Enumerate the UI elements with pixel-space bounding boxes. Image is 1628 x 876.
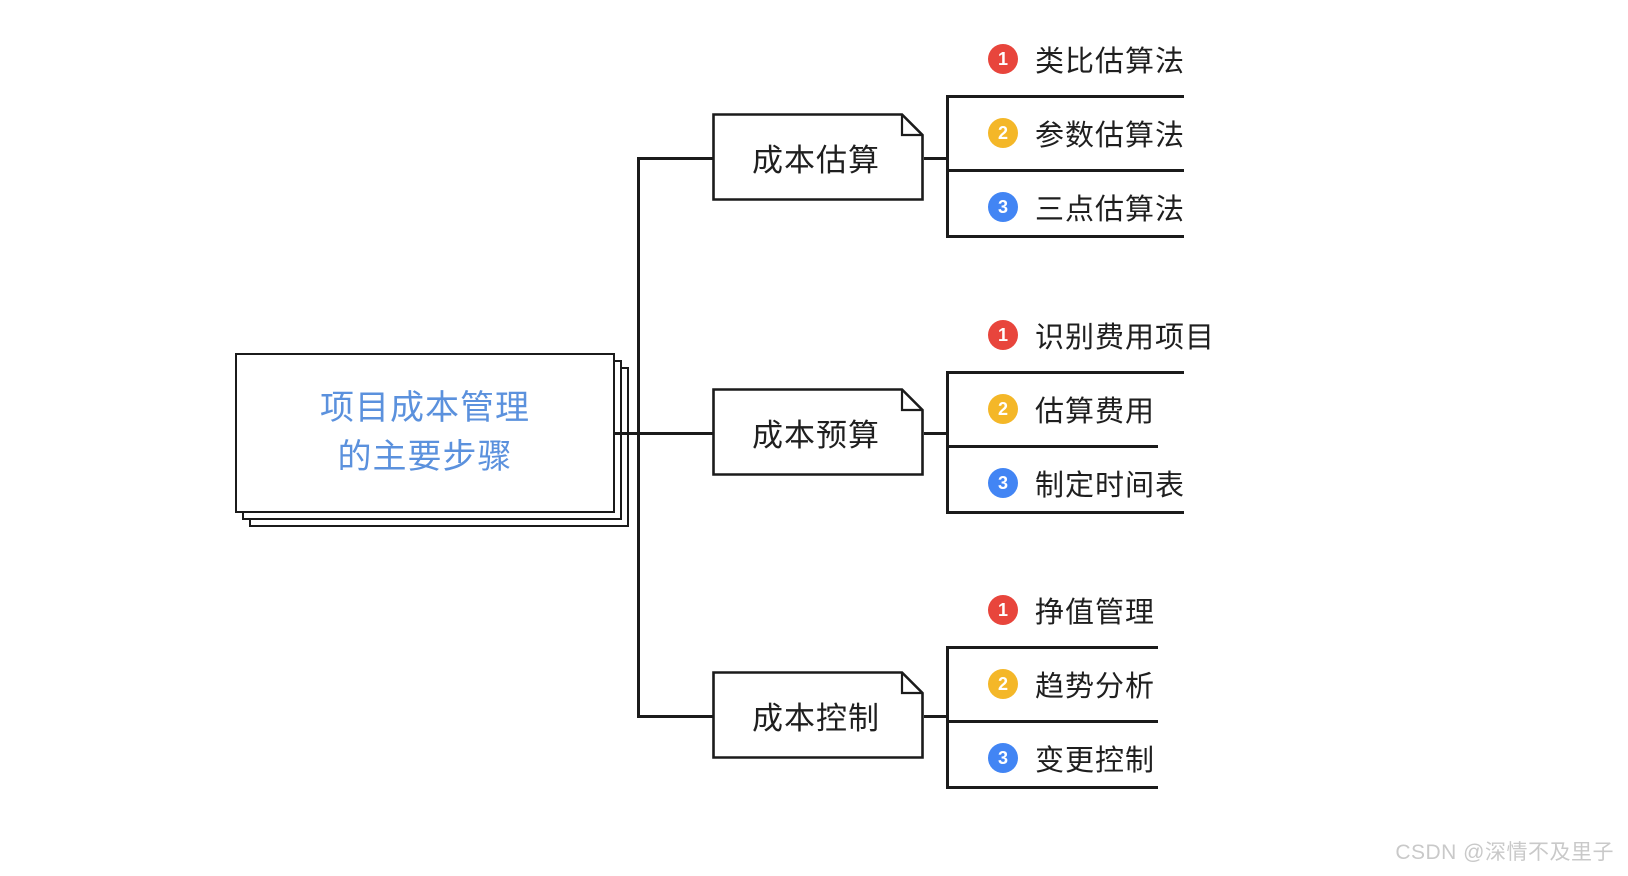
leaf-item-label: 挣值管理 xyxy=(1035,597,1156,629)
connector-branch-1 xyxy=(637,157,713,160)
leaf-item-label: 类比估算法 xyxy=(1035,46,1186,78)
leaf-number-badge: 2 xyxy=(988,669,1018,699)
watermark: CSDN @深情不及里子 xyxy=(1395,841,1614,864)
leaf-number-badge: 3 xyxy=(988,468,1018,498)
connector-branch-3-to-leaves xyxy=(924,715,948,718)
leaf-group-2-rule-mid xyxy=(946,445,1158,448)
leaf-item-label: 三点估算法 xyxy=(1035,194,1186,226)
leaf-item-label: 变更控制 xyxy=(1035,745,1156,777)
leaf-group-1-rule-top xyxy=(946,95,1184,98)
leaf-number-badge: 3 xyxy=(988,743,1018,773)
leaf-group-1-spine xyxy=(946,95,949,236)
connector-center-stem xyxy=(615,432,639,435)
branch-node-2-label: 成本预算 xyxy=(752,417,880,453)
connector-trunk xyxy=(637,157,640,717)
leaf-number-badge: 2 xyxy=(988,394,1018,424)
leaf-group-3-rule-mid xyxy=(946,720,1158,723)
connector-branch-1-to-leaves xyxy=(924,157,948,160)
connector-branch-2 xyxy=(637,432,713,435)
branch-node-3[interactable]: 成本控制 xyxy=(712,671,924,759)
folded-corner-shape-icon xyxy=(712,113,924,201)
leaf-item[interactable]: 1 识别费用项目 xyxy=(946,298,1214,372)
leaf-group-3-rule-bottom xyxy=(946,786,1158,789)
leaf-item[interactable]: 1 挣值管理 xyxy=(946,573,1184,647)
leaf-group-1: 1 类比估算法 2 参数估算法 3 三点估算法 xyxy=(946,22,1184,244)
leaf-group-2-rule-bottom xyxy=(946,511,1184,514)
central-node-card[interactable]: 项目成本管理 的主要步骤 xyxy=(235,353,615,513)
folded-corner-shape-icon xyxy=(712,671,924,759)
branch-node-1[interactable]: 成本估算 xyxy=(712,113,924,201)
leaf-item-label: 参数估算法 xyxy=(1035,120,1186,152)
leaf-item[interactable]: 3 制定时间表 xyxy=(946,446,1184,520)
leaf-group-3: 1 挣值管理 2 趋势分析 3 变更控制 xyxy=(946,573,1184,795)
leaf-number-badge: 1 xyxy=(988,595,1018,625)
leaf-group-1-rule-bottom xyxy=(946,235,1184,238)
leaf-item-label: 制定时间表 xyxy=(1035,470,1186,502)
leaf-group-1-rule-mid xyxy=(946,169,1184,172)
leaf-number-badge: 3 xyxy=(988,192,1018,222)
leaf-item-label: 估算费用 xyxy=(1035,396,1156,428)
leaf-item[interactable]: 2 趋势分析 xyxy=(946,647,1184,721)
leaf-item-label: 识别费用项目 xyxy=(1035,322,1216,354)
branch-node-3-label: 成本控制 xyxy=(752,700,880,736)
connector-branch-3 xyxy=(637,715,713,718)
central-node[interactable]: 项目成本管理 的主要步骤 xyxy=(235,353,629,527)
folded-corner-shape-icon xyxy=(712,388,924,476)
connector-branch-2-to-leaves xyxy=(924,432,948,435)
leaf-item-label: 趋势分析 xyxy=(1035,671,1156,703)
leaf-item[interactable]: 3 变更控制 xyxy=(946,721,1184,795)
branch-node-2[interactable]: 成本预算 xyxy=(712,388,924,476)
leaf-number-badge: 1 xyxy=(988,320,1018,350)
leaf-number-badge: 1 xyxy=(988,44,1018,74)
leaf-group-2-rule-top xyxy=(946,371,1184,374)
leaf-item[interactable]: 3 三点估算法 xyxy=(946,170,1184,244)
leaf-item[interactable]: 2 参数估算法 xyxy=(946,96,1184,170)
branch-node-1-label: 成本估算 xyxy=(752,142,880,178)
leaf-item[interactable]: 2 估算费用 xyxy=(946,372,1184,446)
leaf-number-badge: 2 xyxy=(988,118,1018,148)
leaf-group-2-spine xyxy=(946,371,949,512)
leaf-group-2: 1 识别费用项目 2 估算费用 3 制定时间表 xyxy=(946,298,1214,520)
central-node-label: 项目成本管理 的主要步骤 xyxy=(320,388,530,476)
leaf-item[interactable]: 1 类比估算法 xyxy=(946,22,1184,96)
leaf-group-3-rule-top xyxy=(946,646,1158,649)
